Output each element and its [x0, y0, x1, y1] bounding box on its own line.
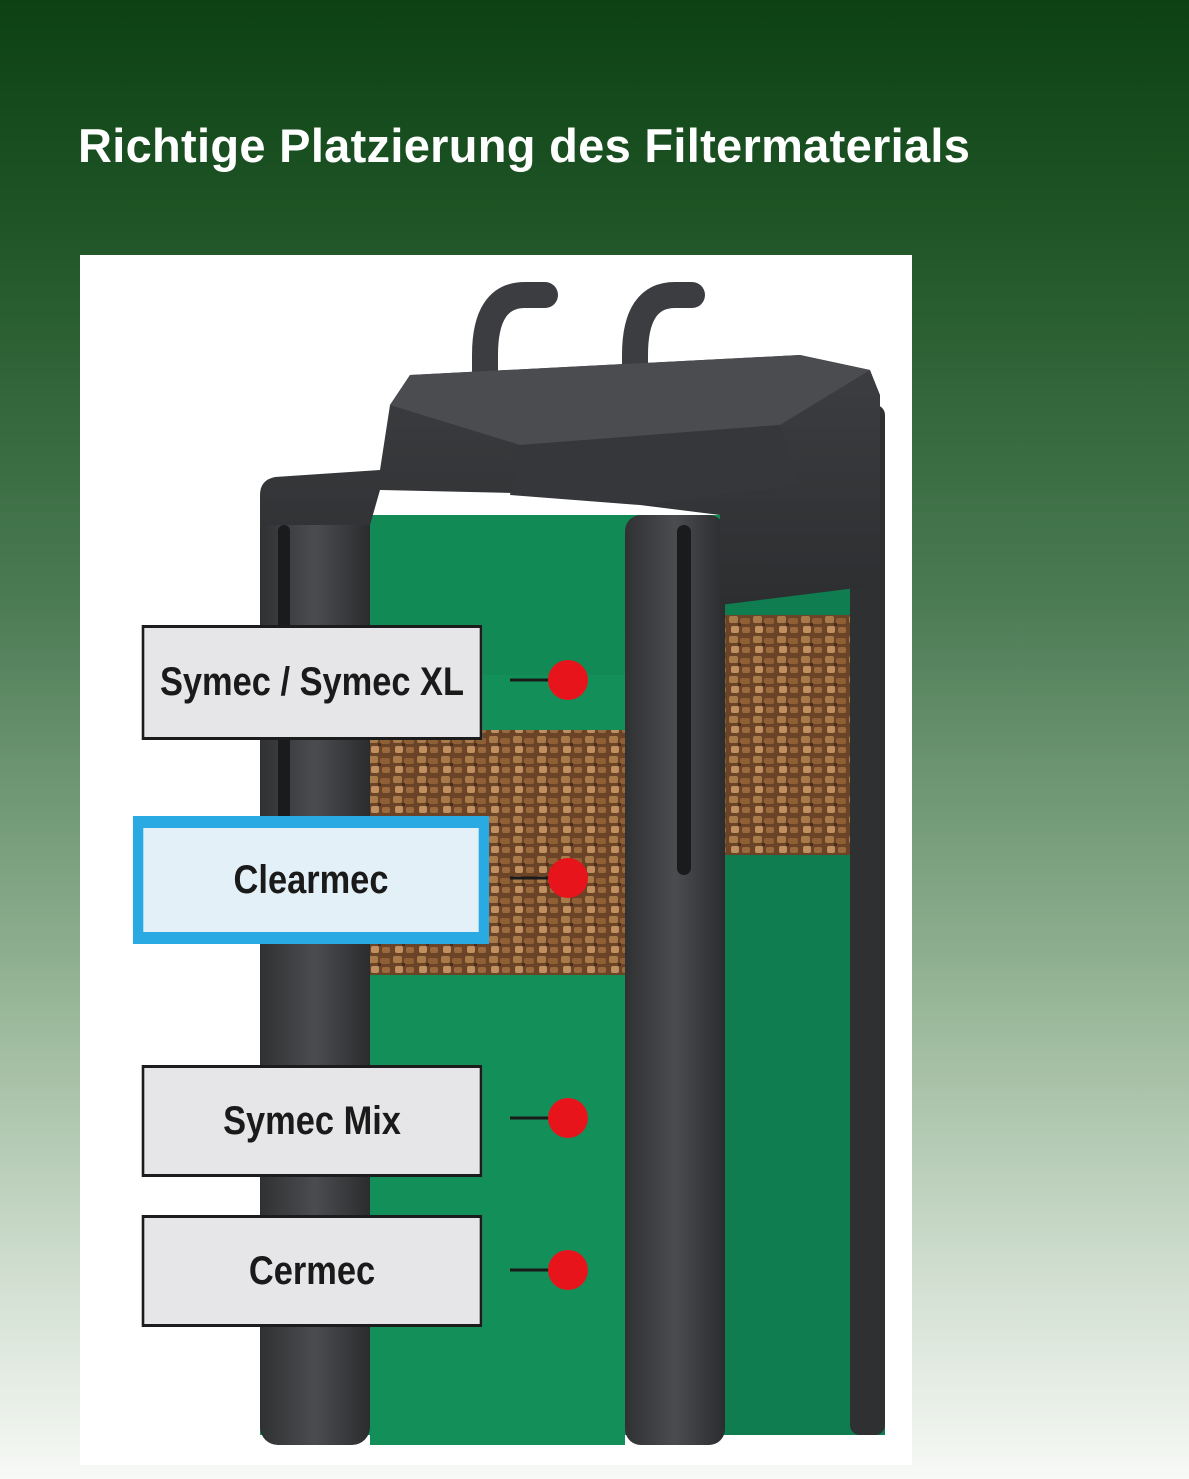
- marker-dots: [510, 660, 588, 1290]
- marker-dot: [548, 660, 588, 700]
- hose-connector-left: [472, 282, 558, 428]
- marker-dot: [548, 1098, 588, 1138]
- marker-dot: [548, 858, 588, 898]
- pillar-center: [625, 515, 725, 1445]
- layer-label-symec-mix: Symec Mix: [141, 1065, 483, 1177]
- layer-label-clearmec: Clearmec: [132, 816, 490, 944]
- layer-label-cermec: Cermec: [141, 1215, 483, 1327]
- pillar-right: [850, 405, 885, 1435]
- hose-connector-right: [622, 282, 705, 428]
- layer-label-symec: Symec / Symec XL: [141, 625, 483, 740]
- diagram-panel: Symec / Symec XL Clearmec Symec Mix Cerm…: [80, 255, 912, 1465]
- marker-dot: [548, 1250, 588, 1290]
- page-title: Richtige Platzierung des Filtermaterials: [78, 119, 971, 172]
